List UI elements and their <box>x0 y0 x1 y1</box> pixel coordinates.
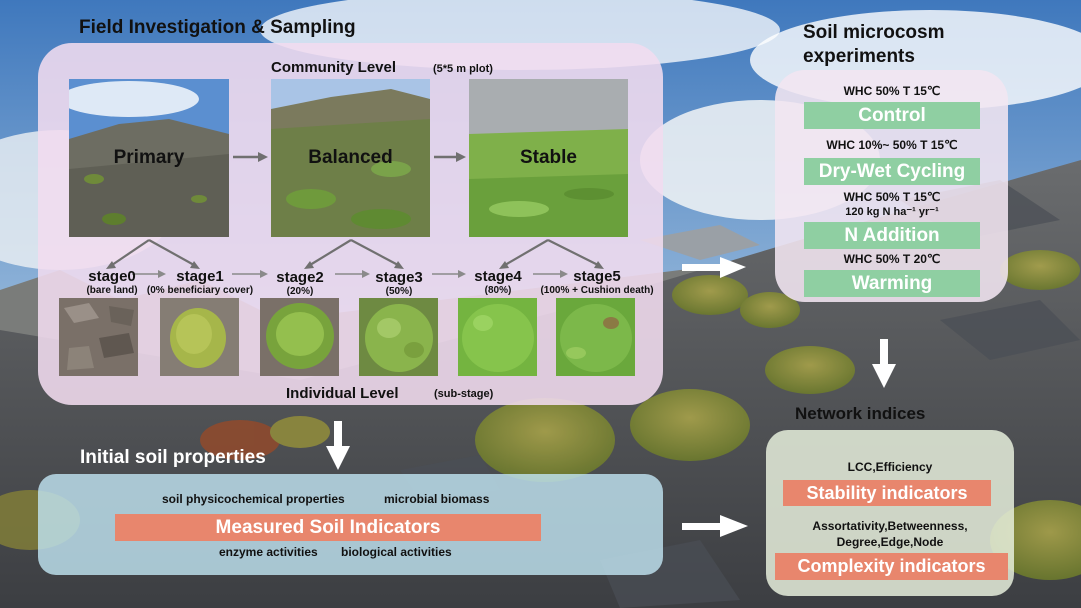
field-investigation-title: Field Investigation & Sampling <box>79 17 356 38</box>
microcosm-title-line1: Soil microcosm <box>803 22 945 43</box>
stage2-name: stage2 <box>276 269 324 286</box>
balanced-photo-image <box>271 79 430 237</box>
control-bar: Control <box>804 102 980 129</box>
network-indices-title: Network indices <box>795 404 926 423</box>
connector-balanced-stage3 <box>350 239 399 266</box>
warming-conditions: WHC 50% T 20℃ <box>843 252 941 266</box>
complexity-indicators-bar: Complexity indicators <box>775 553 1008 580</box>
stage5-photo-image <box>556 298 635 376</box>
initial-item-microbial-biomass: microbial biomass <box>384 492 490 506</box>
community-level-label: Community Level <box>271 59 397 76</box>
microcosm-title-line2: experiments <box>803 46 915 67</box>
arrowhead-stage1 <box>190 261 200 269</box>
microcosm-title: Soil microcosm experiments <box>803 21 945 69</box>
stability-items: LCC,Efficiency <box>847 460 933 474</box>
connector-stable-stage5 <box>547 239 599 266</box>
photo-balanced: Balanced <box>271 79 430 237</box>
initial-item-enzyme-activities: enzyme activities <box>219 545 318 559</box>
arrowhead-stage0 <box>106 261 116 269</box>
stage0-photo <box>59 298 138 376</box>
stage1-label: stage1 (0% beneficiary cover) <box>140 268 260 296</box>
stage3-label: stage3 (50%) <box>349 269 449 297</box>
arrow-initial-to-network <box>682 515 748 537</box>
control-conditions: WHC 50% T 15℃ <box>843 84 941 98</box>
stage4-name: stage4 <box>474 268 522 285</box>
stage3-photo-image <box>359 298 438 376</box>
dry-wet-conditions: WHC 10%~ 50% T 15℃ <box>826 138 958 152</box>
stage5-sub: (100% + Cushion death) <box>540 285 654 296</box>
connector-stable-stage4 <box>504 239 549 266</box>
stage0-name: stage0 <box>88 268 136 285</box>
stage2-sub: (20%) <box>286 286 314 297</box>
stage2-photo-image <box>260 298 339 376</box>
stage5-photo <box>556 298 635 376</box>
community-balanced-label: Balanced <box>308 147 393 168</box>
stage5-label: stage5 (100% + Cushion death) <box>537 268 657 296</box>
arrow-field-to-initial <box>326 421 350 470</box>
arrow-microcosm-to-network <box>872 339 896 388</box>
stage0-photo-image <box>59 298 138 376</box>
stage3-photo <box>359 298 438 376</box>
stage4-sub: (80%) <box>484 285 512 296</box>
warming-bar: Warming <box>804 270 980 297</box>
photo-stable: Stable <box>469 79 628 237</box>
complexity-items-line1: Assortativity,Betweenness, <box>812 519 968 533</box>
connector-primary-stage0 <box>111 239 150 266</box>
community-primary-label: Primary <box>113 147 185 168</box>
stable-photo-image <box>469 79 628 237</box>
stage1-name: stage1 <box>176 268 224 285</box>
stage3-sub: (50%) <box>385 286 413 297</box>
initial-soil-title: Initial soil properties <box>80 447 266 468</box>
stage2-photo <box>260 298 339 376</box>
stability-indicators-bar: Stability indicators <box>783 480 991 506</box>
measured-soil-indicators-bar: Measured Soil Indicators <box>115 514 541 541</box>
initial-item-physicochemical: soil physicochemical properties <box>162 492 345 506</box>
stage1-photo <box>160 298 239 376</box>
stage5-name: stage5 <box>573 268 621 285</box>
arrow-field-to-microcosm <box>682 257 746 278</box>
arrowhead-stage4 <box>499 261 509 269</box>
connector-balanced-stage2 <box>309 239 352 266</box>
individual-level-note: (sub-stage) <box>434 388 494 400</box>
stage1-photo-image <box>160 298 239 376</box>
connector-primary-stage1 <box>148 239 195 266</box>
primary-photo-image <box>69 79 229 237</box>
dry-wet-cycling-bar: Dry-Wet Cycling <box>804 158 980 185</box>
n-addition-conditions: WHC 50% T 15℃ <box>843 190 941 204</box>
individual-level-label: Individual Level <box>286 385 399 402</box>
stage4-photo-image <box>458 298 537 376</box>
stage2-label: stage2 (20%) <box>250 269 350 297</box>
arrowhead-stage5 <box>594 261 604 269</box>
arrowhead-stage3 <box>394 261 404 269</box>
stage0-sub: (bare land) <box>86 285 138 296</box>
n-addition-bar: N Addition <box>804 222 980 249</box>
community-level-note: (5*5 m plot) <box>433 63 493 75</box>
stage3-name: stage3 <box>375 269 423 286</box>
arrowhead-stage2 <box>304 261 314 269</box>
stage0-label: stage0 (bare land) <box>62 268 162 296</box>
stage1-sub: (0% beneficiary cover) <box>146 285 254 296</box>
stage4-label: stage4 (80%) <box>448 268 548 296</box>
photo-primary: Primary <box>69 79 229 237</box>
stage4-photo <box>458 298 537 376</box>
n-addition-rate: 120 kg N ha⁻¹ yr⁻¹ <box>845 206 939 218</box>
community-stable-label: Stable <box>519 147 578 168</box>
initial-item-biological-activities: biological activities <box>341 545 452 559</box>
complexity-items-line2: Degree,Edge,Node <box>836 535 944 549</box>
